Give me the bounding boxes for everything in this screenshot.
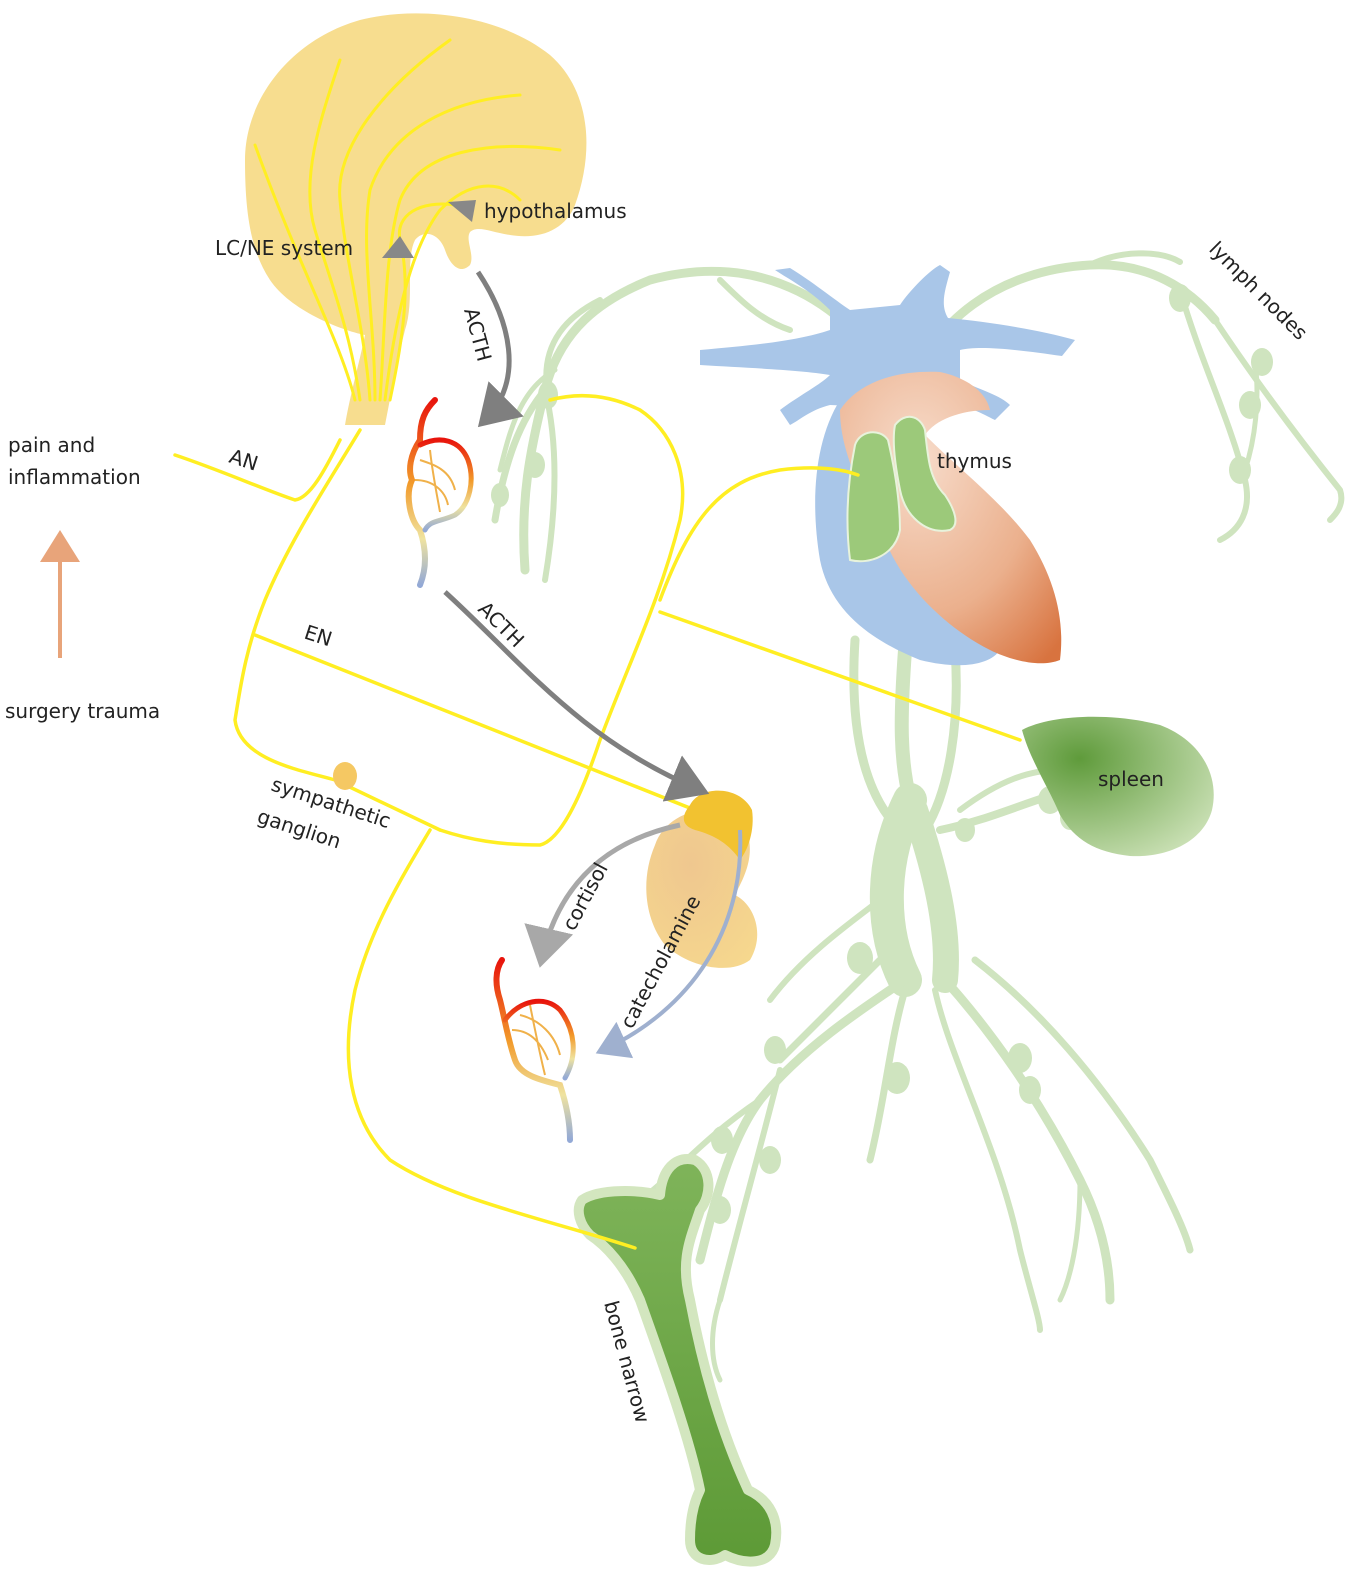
- acth-arrow-2: [443, 590, 710, 802]
- lymphatic-system: [491, 250, 1345, 1383]
- brain-nerve-fibers: [253, 38, 562, 402]
- spleen-label: spleen: [1098, 767, 1164, 791]
- lc-ne-label: LC/NE system: [215, 236, 353, 260]
- acth-arrow-1: [475, 270, 524, 428]
- pain-label-line1: pain and: [8, 433, 95, 457]
- nerve-pathways: [173, 393, 1022, 1250]
- surgery-label: surgery trauma: [5, 699, 160, 723]
- cortisol-arrow: [524, 822, 681, 968]
- sympathetic-ganglion-node: [333, 762, 357, 790]
- acth-label-1: ACTH: [459, 305, 496, 364]
- hypothalamus-label: hypothalamus: [484, 199, 627, 223]
- catecholamine-arrow: [595, 829, 743, 1059]
- pituitary-capillary-bed: [405, 397, 474, 588]
- thymus: [846, 415, 957, 563]
- brain: [245, 13, 587, 425]
- lc-ne-marker: [382, 236, 414, 258]
- an-label: AN: [226, 444, 261, 476]
- bone-marrow: [573, 1154, 782, 1567]
- thymus-label: thymus: [937, 449, 1012, 473]
- adrenal-gland: [646, 790, 758, 968]
- pain-label-line2: inflammation: [8, 465, 141, 489]
- spleen: [1022, 716, 1214, 857]
- target-capillary-bed: [493, 957, 576, 1143]
- hypothalamus-marker: [448, 200, 476, 222]
- en-label: EN: [301, 620, 335, 651]
